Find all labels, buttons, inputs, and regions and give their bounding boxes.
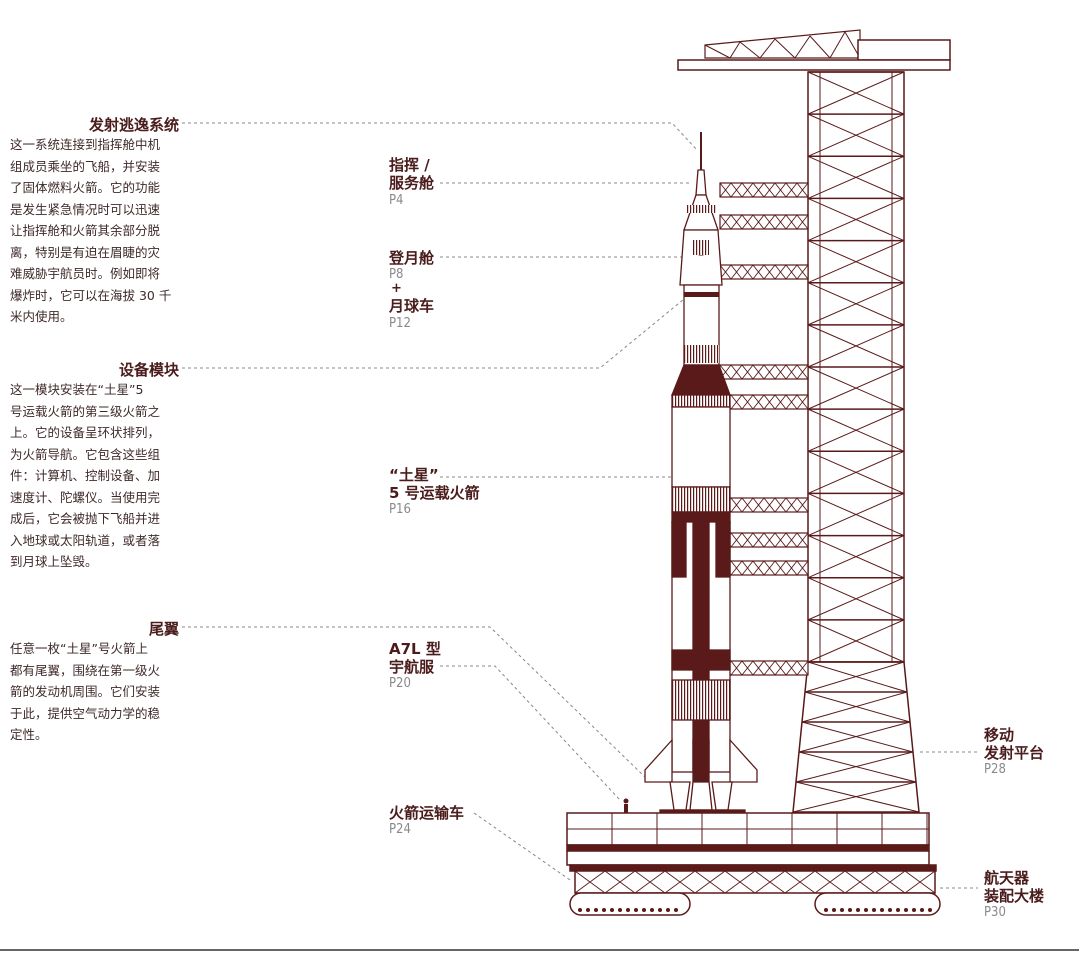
bottom-rule <box>0 949 1079 951</box>
desc-line: 是发生紧急情况时可以迅速 <box>10 199 190 221</box>
callout-csm-page[interactable]: P4 <box>389 193 404 208</box>
instrument-unit-title: 设备模块 <box>119 359 179 380</box>
desc-line: 任意一枚“土星”号火箭上 <box>10 638 190 660</box>
desc-line: 都有尾翼，围绕在第一级火 <box>10 660 190 682</box>
desc-line: 件：计算机、控制设备、加 <box>10 465 190 487</box>
callout-a7l-page[interactable]: P20 <box>389 676 411 691</box>
callout-vab-label: 航天器装配大楼 <box>984 869 1044 905</box>
mobile-launcher-base <box>567 813 936 893</box>
desc-line: 成后，它会被抛下飞船并进 <box>10 508 190 530</box>
callout-lm-page[interactable]: P8 <box>389 267 404 282</box>
callout-ml-label: 移动发射平台 <box>984 726 1044 762</box>
escape-system-body: 这一系统连接到指挥舱中机组成员乘坐的飞船，并安装了固体燃料火箭。它的功能是发生紧… <box>10 134 190 328</box>
callout-lm-label: 登月舱 <box>389 249 434 267</box>
desc-line: 组成员乘坐的飞船，并安装 <box>10 156 190 178</box>
desc-line: 定性。 <box>10 724 190 746</box>
astronaut-figure <box>624 799 629 814</box>
callout-saturn-page[interactable]: P16 <box>389 502 411 517</box>
fins-title: 尾翼 <box>149 618 179 639</box>
desc-line: 难威胁宇航员时。例如即将 <box>10 263 190 285</box>
desc-line: 为火箭导航。它包含这些组 <box>10 444 190 466</box>
desc-line: 爆炸时，它可以在海拔 30 千 <box>10 285 190 307</box>
desc-line: 米内使用。 <box>10 306 190 328</box>
desc-line: 于此，提供空气动力学的稳 <box>10 703 190 725</box>
desc-line: 箭的发动机周围。它们安装 <box>10 681 190 703</box>
callout-vab-page[interactable]: P30 <box>984 905 1006 920</box>
escape-system-title: 发射逃逸系统 <box>89 114 179 135</box>
callout-crawler-page[interactable]: P24 <box>389 822 411 837</box>
desc-line: 了固体燃料火箭。它的功能 <box>10 177 190 199</box>
callout-csm-label: 指挥 /服务舱 <box>389 156 434 192</box>
callout-a7l-label: A7L 型宇航服 <box>389 640 441 676</box>
callout-rover-label: 月球车 <box>389 297 434 315</box>
desc-line: 到月球上坠毁。 <box>10 551 190 573</box>
fins-body: 任意一枚“土星”号火箭上都有尾翼，围绕在第一级火箭的发动机周围。它们安装于此，提… <box>10 638 190 746</box>
callout-plus: + <box>391 281 402 296</box>
desc-line: 这一模块安装在“土星”5 <box>10 379 190 401</box>
desc-line: 离，特别是有迫在眉睫的灾 <box>10 242 190 264</box>
desc-line: 入地球或太阳轨道，或者落 <box>10 530 190 552</box>
desc-line: 号运载火箭的第三级火箭之 <box>10 401 190 423</box>
desc-line: 上。它的设备呈环状排列， <box>10 422 190 444</box>
callout-saturn-label: “土星”5 号运载火箭 <box>389 466 480 502</box>
saturn-v-rocket <box>645 132 757 815</box>
desc-line: 速度计、陀螺仪。当使用完 <box>10 487 190 509</box>
crawler-treads <box>570 893 940 915</box>
callout-rover-page[interactable]: P12 <box>389 316 411 331</box>
desc-line: 这一系统连接到指挥舱中机 <box>10 134 190 156</box>
callout-crawler-label: 火箭运输车 <box>389 804 464 822</box>
callout-ml-page[interactable]: P28 <box>984 762 1006 777</box>
desc-line: 让指挥舱和火箭其余部分脱 <box>10 220 190 242</box>
